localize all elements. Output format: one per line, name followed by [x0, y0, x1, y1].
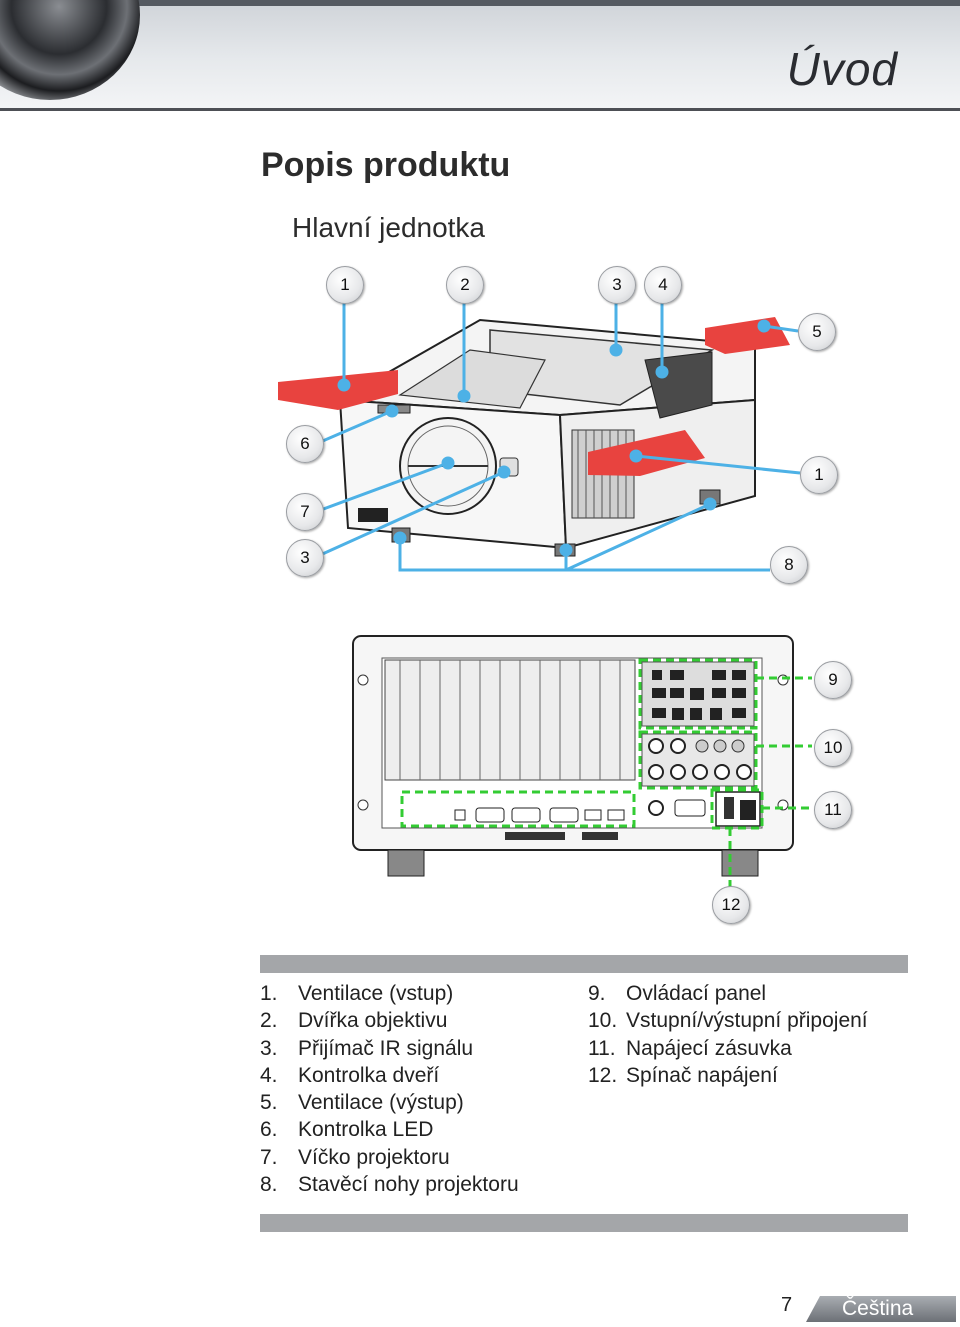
legend-label: Ventilace (vstup) [298, 982, 454, 1005]
page-title: Popis produktu [261, 146, 511, 184]
legend-num: 11. [588, 1036, 616, 1060]
page-number: 7 [781, 1294, 793, 1316]
legend-top-bar [260, 955, 908, 973]
io-connectors [454, 733, 755, 823]
callout-10: 10 [814, 729, 852, 767]
language-tab [806, 1296, 956, 1322]
language-label: Čeština [842, 1297, 914, 1320]
legend-item: 3. Přijímač IR signálu [260, 1035, 519, 1062]
legend-label: Dvířka objektivu [298, 1009, 448, 1033]
projector-diagram [278, 300, 812, 888]
header-stripe [0, 0, 960, 6]
callout-8: 8 [770, 546, 808, 584]
legend-num: 7. [260, 1145, 278, 1169]
legend-num: 3. [260, 1036, 278, 1060]
legend-item: 8. Stavěcí nohy projektoru [260, 1171, 519, 1198]
callout-3-side: 3 [286, 539, 324, 577]
legend-num: 12. [588, 1063, 618, 1087]
power-section [715, 791, 761, 827]
legend-item: 11. Napájecí zásuvka [588, 1035, 868, 1062]
page-header: Úvod [0, 0, 960, 111]
projector-rear-view [352, 635, 812, 888]
callout-9: 9 [814, 661, 852, 699]
rear-vent [384, 659, 636, 781]
legend-item: 1. Ventilace (vstup) [260, 980, 519, 1007]
callout-7: 7 [286, 493, 324, 531]
legend-label: Víčko projektoru [298, 1145, 450, 1169]
legend-item: 4. Kontrolka dveří [260, 1062, 519, 1089]
callout-3-top: 3 [598, 266, 636, 304]
legend-label: Stavěcí nohy projektoru [298, 1173, 519, 1197]
legend-label: Ovládací panel [626, 982, 767, 1005]
legend-num: 6. [260, 1118, 278, 1142]
legend-label: Vstupní/výstupní připojení [626, 1009, 868, 1033]
front-callout-lines [317, 300, 801, 572]
legend-num: 9. [588, 982, 606, 1005]
legend-label: Ventilace (výstup) [298, 1091, 464, 1115]
projector-front-view [336, 318, 756, 557]
legend-label: Kontrolka dveří [298, 1063, 440, 1087]
legend-num: 2. [260, 1009, 278, 1033]
legend-label: Napájecí zásuvka [626, 1036, 792, 1060]
legend-label: Přijímač IR signálu [298, 1036, 474, 1060]
legend-num: 1. [260, 982, 278, 1005]
legend-left: 1. Ventilace (vstup) 2. Dvířka objektivu 3… [260, 980, 519, 1198]
legend-item: 6. Kontrolka LED [260, 1116, 519, 1143]
vent-arrows [278, 317, 790, 476]
control-panel [641, 661, 755, 727]
legend-item: 12. Spínač napájení [588, 1062, 868, 1089]
callout-6: 6 [286, 425, 324, 463]
legend-num: 5. [260, 1091, 278, 1115]
legend-label: Spínač napájení [626, 1063, 778, 1087]
callout-12: 12 [712, 886, 750, 924]
page-subtitle: Hlavní jednotka [292, 212, 486, 243]
callout-2: 2 [446, 266, 484, 304]
legend-num: 10. [588, 1009, 618, 1033]
legend-item: 5. Ventilace (výstup) [260, 1089, 519, 1116]
legend-num: 4. [260, 1063, 278, 1087]
callout-5: 5 [798, 313, 836, 351]
legend-num: 8. [260, 1173, 278, 1197]
legend-item: 7. Víčko projektoru [260, 1144, 519, 1171]
callout-1-side: 1 [800, 456, 838, 494]
legend-bottom-bar [260, 1214, 908, 1232]
legend-right: 9. Ovládací panel 10. Vstupní/výstupní při… [588, 980, 868, 1089]
legend-item: 9. Ovládací panel [588, 980, 868, 1007]
callout-11: 11 [814, 791, 852, 829]
legend-item: 10. Vstupní/výstupní připojení [588, 1007, 868, 1034]
legend-item: 2. Dvířka objektivu [260, 1007, 519, 1034]
legend-label: Kontrolka LED [298, 1118, 434, 1142]
callout-4: 4 [644, 266, 682, 304]
section-title: Úvod [786, 43, 898, 95]
callout-1-top: 1 [326, 266, 364, 304]
